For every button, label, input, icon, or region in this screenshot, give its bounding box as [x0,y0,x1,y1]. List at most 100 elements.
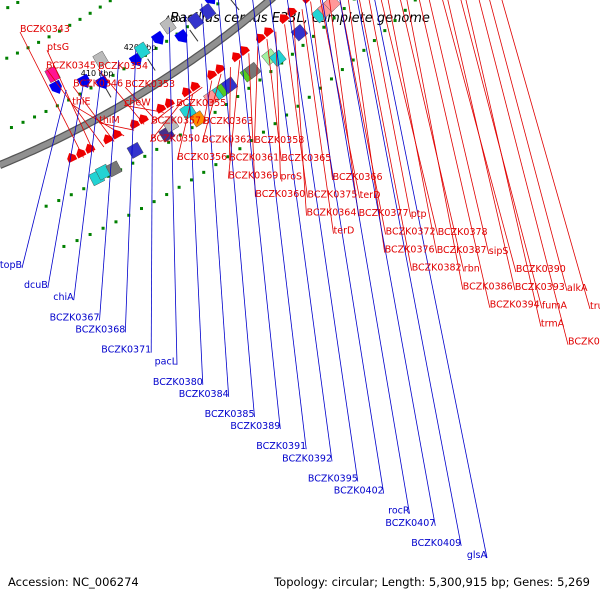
track-dot [21,120,25,124]
reverse-gene-label[interactable]: BCZK0385 [205,409,255,420]
reverse-gene-connector [21,89,67,269]
forward-gene-label[interactable]: BCZK0346 [73,79,123,90]
forward-gene-label[interactable]: BCZK0375 [308,189,358,200]
forward-gene-label[interactable]: BCZK0390 [516,264,566,275]
forward-gene-label[interactable]: BCZK0356 [177,152,227,163]
reverse-gene-label[interactable]: glsA [467,550,488,561]
reverse-gene-label[interactable]: BCZK0395 [308,473,358,484]
forward-gene-label[interactable]: BCZK0357 [151,116,201,127]
track-dot [403,8,407,12]
reverse-gene-label[interactable]: BCZK0389 [230,421,280,432]
reverse-gene-label[interactable]: BCZK0367 [50,312,100,323]
forward-gene-label[interactable]: BCZK0382 [412,263,462,274]
reverse-gene-label[interactable]: BCZK0407 [385,518,435,529]
forward-gene-label[interactable]: trmA [541,319,565,330]
feature-box [189,110,207,128]
track-dot [332,16,336,20]
reverse-gene-label[interactable]: BCZK0392 [282,453,332,464]
forward-gene-label[interactable]: thiE [72,97,90,108]
forward-gene-connector [359,0,413,271]
track-dot [57,199,61,203]
track-dot [98,5,102,9]
forward-gene-label[interactable]: ptsG [47,42,69,53]
forward-gene-label[interactable]: BCZK0358 [254,135,304,146]
forward-gene-connector [400,0,465,272]
forward-gene-label[interactable]: BCZK0355 [176,98,226,109]
forward-gene-label[interactable]: truA [590,301,600,312]
reverse-gene-feature [76,73,90,88]
forward-gene-label[interactable]: BCZK0350 [150,134,200,145]
forward-gene-label[interactable]: fumA [542,300,568,311]
reverse-gene-label[interactable]: topB [0,260,22,271]
forward-gene-label[interactable]: BCZK0360 [255,189,305,200]
forward-gene-connector [228,60,241,179]
track-dot [329,77,333,81]
reverse-gene-label[interactable]: BCZK0409 [411,538,461,549]
reverse-gene-label[interactable]: rocR [388,506,410,517]
forward-gene-label[interactable]: BCZK0353 [125,79,175,90]
forward-gene-label[interactable]: BCZK0377 [359,208,409,219]
reverse-gene-label[interactable]: BCZK0380 [153,377,203,388]
forward-gene-arrow [207,70,218,81]
reverse-gene-label[interactable]: BCZK0384 [179,389,229,400]
forward-gene-label[interactable]: cheW [124,97,151,108]
forward-gene-arrow [164,98,175,109]
forward-gene-label[interactable]: sipS [489,246,509,257]
accession-text: Accession: NC_006274 [8,575,139,589]
forward-gene-label[interactable]: ptp [411,209,427,220]
forward-gene-connector [460,0,543,309]
track-dot [89,86,93,90]
forward-gene-label[interactable]: BCZK0365 [281,153,331,164]
forward-gene-label[interactable]: BCZK0376 [385,245,435,256]
forward-gene-label[interactable]: BCZK0386 [463,282,513,293]
track-dot [108,0,112,3]
reverse-gene-connector [356,0,462,546]
forward-gene-label[interactable]: terD [360,190,381,201]
track-dot [296,104,300,108]
reverse-gene-label[interactable]: BCZK0368 [75,324,125,335]
forward-gene-label[interactable]: BCZK0361 [229,152,279,163]
forward-gene-label[interactable]: BCZK0362 [202,134,252,145]
forward-gene-label[interactable]: BCZK0343 [20,24,70,35]
forward-gene-label[interactable]: BCZK0364 [307,208,357,219]
forward-gene-connector [339,0,386,235]
forward-gene-label[interactable]: BCZK0354 [98,61,148,72]
feature-arrow [181,87,192,98]
forward-gene-label[interactable]: BCZK0394 [490,300,540,311]
label-connectors [19,0,591,559]
track-dot [362,48,366,52]
track-dot [224,102,228,106]
forward-gene-label[interactable]: BCZK0396 [568,337,600,348]
forward-gene-label[interactable]: thiM [99,115,120,126]
track-dot [383,29,387,33]
forward-gene-label[interactable]: BCZK0345 [46,60,96,71]
track-dot [127,213,131,217]
reverse-gene-label[interactable]: pacL [155,357,178,368]
track-dot [16,0,20,4]
forward-gene-arrow [240,46,250,57]
forward-gene-label[interactable]: BCZK0387 [437,245,487,256]
forward-gene-label[interactable]: BCZK0363 [203,116,253,127]
forward-gene-label[interactable]: alkA [567,283,588,294]
forward-gene-label[interactable]: BCZK0378 [438,227,488,238]
forward-gene-arrow [279,14,290,25]
reverse-gene-label[interactable]: dcuB [24,280,48,291]
reverse-gene-label[interactable]: BCZK0371 [101,345,151,356]
forward-gene-label[interactable]: BCZK0372 [386,226,436,237]
forward-gene-label[interactable]: BCZK0366 [333,172,383,183]
forward-gene-label[interactable]: terD [334,226,355,237]
forward-gene-label[interactable]: proS [281,171,303,182]
reverse-gene-feature [202,0,216,5]
reverse-gene-label[interactable]: BCZK0402 [334,486,384,497]
track-dot [114,220,118,224]
reverse-gene-label[interactable]: BCZK0391 [256,441,306,452]
forward-gene-label[interactable]: BCZK0369 [228,171,278,182]
forward-gene-label[interactable]: rbn [464,263,480,274]
feature-box [133,41,151,60]
forward-gene-connector [465,0,542,327]
forward-gene-label[interactable]: BCZK0393 [515,282,565,293]
track-dot [351,58,355,62]
reverse-gene-label[interactable]: chiA [53,292,74,303]
track-dot [372,39,376,43]
